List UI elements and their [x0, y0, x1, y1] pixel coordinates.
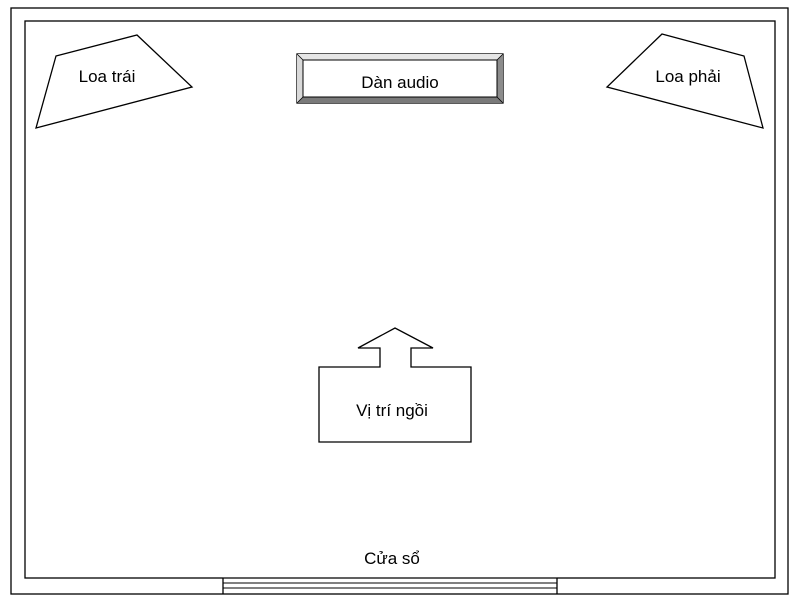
audio-system-face [302, 59, 498, 98]
audio-corner-tr [496, 53, 504, 61]
left-speaker-label: Loa trái [79, 67, 136, 86]
window-opening [223, 576, 557, 593]
window-label: Cửa sổ [364, 549, 420, 568]
right-speaker-label: Loa phải [655, 67, 720, 86]
audio-bevel-right [497, 54, 503, 103]
seating-position-shape [318, 327, 472, 443]
room-inner-wall [24, 20, 776, 579]
audio-corner-bl [296, 96, 304, 104]
right-speaker-shape [605, 33, 764, 129]
audio-system [296, 53, 504, 104]
audio-bevel-bottom [297, 97, 503, 103]
audio-system-label: Dàn audio [361, 73, 439, 92]
audio-corner-br [496, 96, 504, 104]
seating-position-label: Vị trí ngồi [356, 401, 428, 420]
window [222, 576, 558, 594]
audio-corner-tl [296, 53, 304, 61]
left-speaker-shape [35, 34, 194, 129]
audio-bevel-top [297, 54, 503, 60]
audio-bevel-left [297, 54, 303, 103]
